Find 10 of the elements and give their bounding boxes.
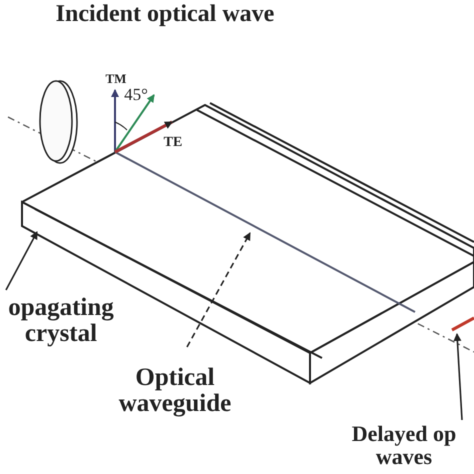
heading: Incident optical wave (54, 2, 276, 28)
angle-label: 45° (123, 86, 149, 104)
leader-line (453, 333, 463, 420)
vector-label: TE (162, 136, 184, 151)
leader-line (186, 232, 251, 348)
callout-text: opagating crystal (8, 294, 114, 348)
callout-text: Delayed op waves (352, 421, 456, 470)
vector-label: TM (104, 72, 128, 86)
leader-line (5, 231, 38, 290)
callout-text: Optical waveguide (118, 364, 232, 418)
